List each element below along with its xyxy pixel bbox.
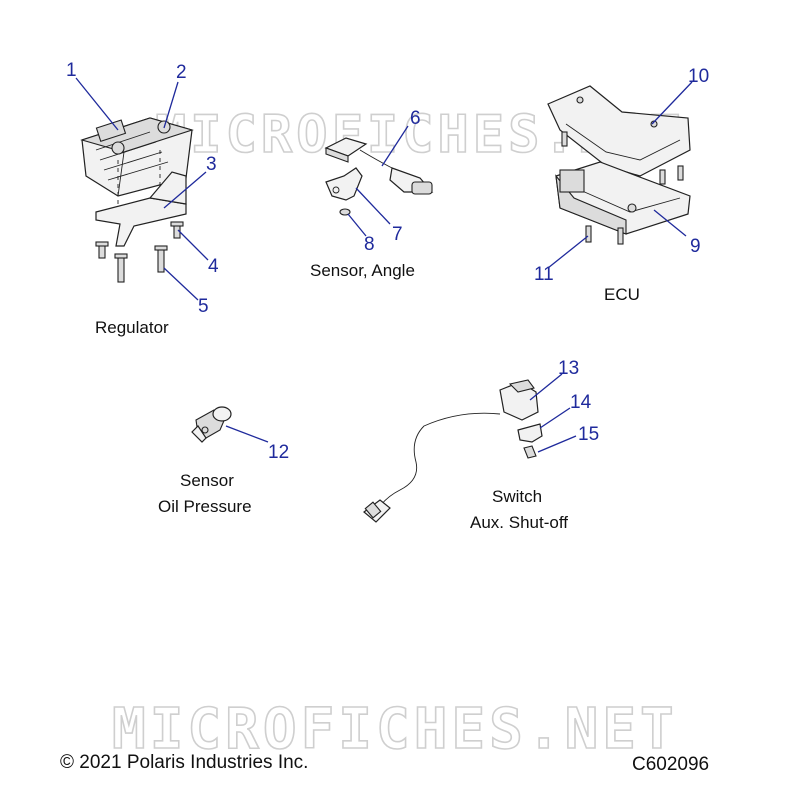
callout-9: 9 bbox=[690, 236, 701, 257]
callout-12: 12 bbox=[268, 442, 289, 463]
callout-13: 13 bbox=[558, 358, 579, 379]
callout-1: 1 bbox=[66, 60, 77, 81]
watermark-bottom: MICROFICHES.NET bbox=[112, 697, 678, 762]
callout-15: 15 bbox=[578, 424, 599, 445]
captions: Regulator Sensor, Angle ECU Sensor Oil P… bbox=[95, 261, 640, 532]
callout-14: 14 bbox=[570, 392, 592, 413]
callout-8: 8 bbox=[364, 234, 375, 255]
caption-ecu: ECU bbox=[604, 285, 640, 304]
leader-lines bbox=[75, 77, 693, 453]
caption-regulator: Regulator bbox=[95, 318, 169, 337]
oil-pressure-sensor bbox=[191, 406, 232, 443]
diagram-code: C602096 bbox=[632, 754, 709, 775]
caption-switch-line2: Aux. Shut-off bbox=[470, 513, 568, 532]
caption-oil-sensor-line1: Sensor bbox=[180, 471, 234, 490]
copyright-text: © 2021 Polaris Industries Inc. bbox=[60, 752, 308, 773]
callout-3: 3 bbox=[206, 154, 217, 175]
callout-5: 5 bbox=[198, 296, 209, 317]
aux-shutoff-switch-assembly bbox=[363, 379, 543, 523]
callout-6: 6 bbox=[410, 108, 421, 129]
callout-4: 4 bbox=[208, 256, 219, 277]
caption-oil-sensor-line2: Oil Pressure bbox=[158, 497, 252, 516]
callout-2: 2 bbox=[176, 62, 187, 83]
callout-10: 10 bbox=[688, 66, 709, 87]
caption-switch-line1: Switch bbox=[492, 487, 542, 506]
callout-numbers: 1 2 3 4 5 6 7 8 9 10 11 12 13 14 15 bbox=[66, 60, 709, 463]
caption-sensor-angle: Sensor, Angle bbox=[310, 261, 415, 280]
regulator-assembly bbox=[80, 117, 194, 283]
angle-sensor-assembly bbox=[324, 137, 434, 216]
ecu-assembly bbox=[547, 85, 691, 245]
callout-7: 7 bbox=[392, 224, 403, 245]
callout-11: 11 bbox=[534, 264, 554, 285]
